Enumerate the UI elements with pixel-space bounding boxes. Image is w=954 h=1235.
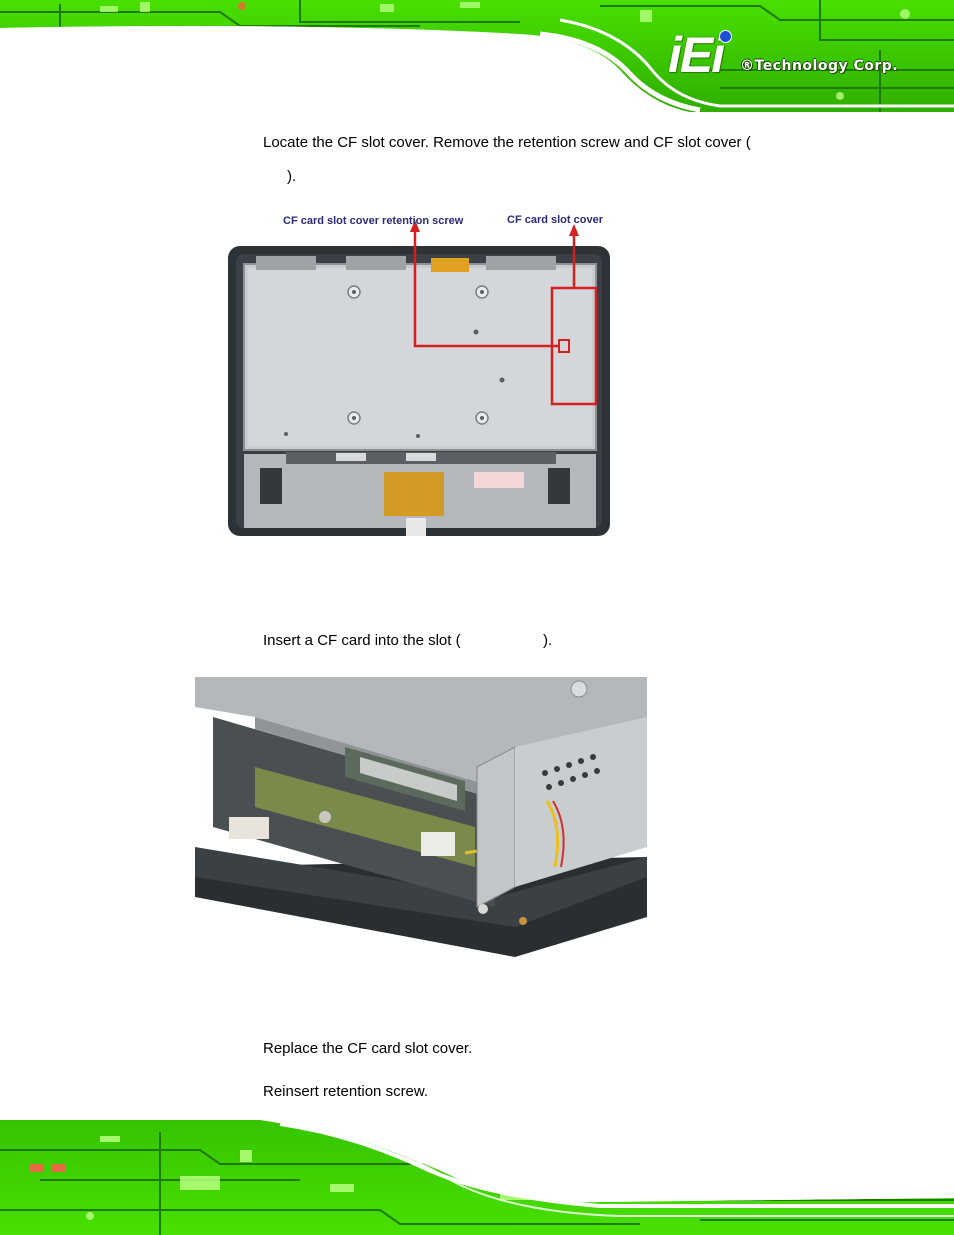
cf-slot-cover-photo	[226, 206, 616, 538]
step-2-continuation: ).	[543, 632, 553, 649]
circuit-board-header-graphic	[0, 0, 954, 112]
cf-card-insertion-photo	[195, 677, 647, 965]
logo-mark: iEi	[668, 27, 725, 83]
step-2-text: Insert a CF card into the slot (	[263, 632, 461, 649]
header-banner: iEi ®Technology Corp.	[0, 0, 954, 112]
step-4-text: Reinsert retention screw.	[263, 1083, 429, 1100]
step-1-continuation: ).	[287, 168, 297, 185]
circuit-board-footer-graphic	[0, 1120, 954, 1235]
logo-dot-icon	[719, 30, 732, 43]
cf-slot-closeup-illustration	[195, 677, 647, 965]
footer-banner	[0, 1120, 954, 1235]
logo-text: ®Technology Corp.	[740, 58, 899, 74]
step-1-text: Locate the CF slot cover. Remove the ret…	[263, 134, 751, 151]
callout-retention-screw-label: CF card slot cover retention screw	[283, 215, 464, 227]
iei-logo: iEi ®Technology Corp.	[668, 30, 938, 82]
callout-slot-cover-label: CF card slot cover	[507, 214, 603, 226]
step-3-text: Replace the CF card slot cover.	[263, 1040, 473, 1057]
panel-back-illustration	[228, 220, 610, 536]
